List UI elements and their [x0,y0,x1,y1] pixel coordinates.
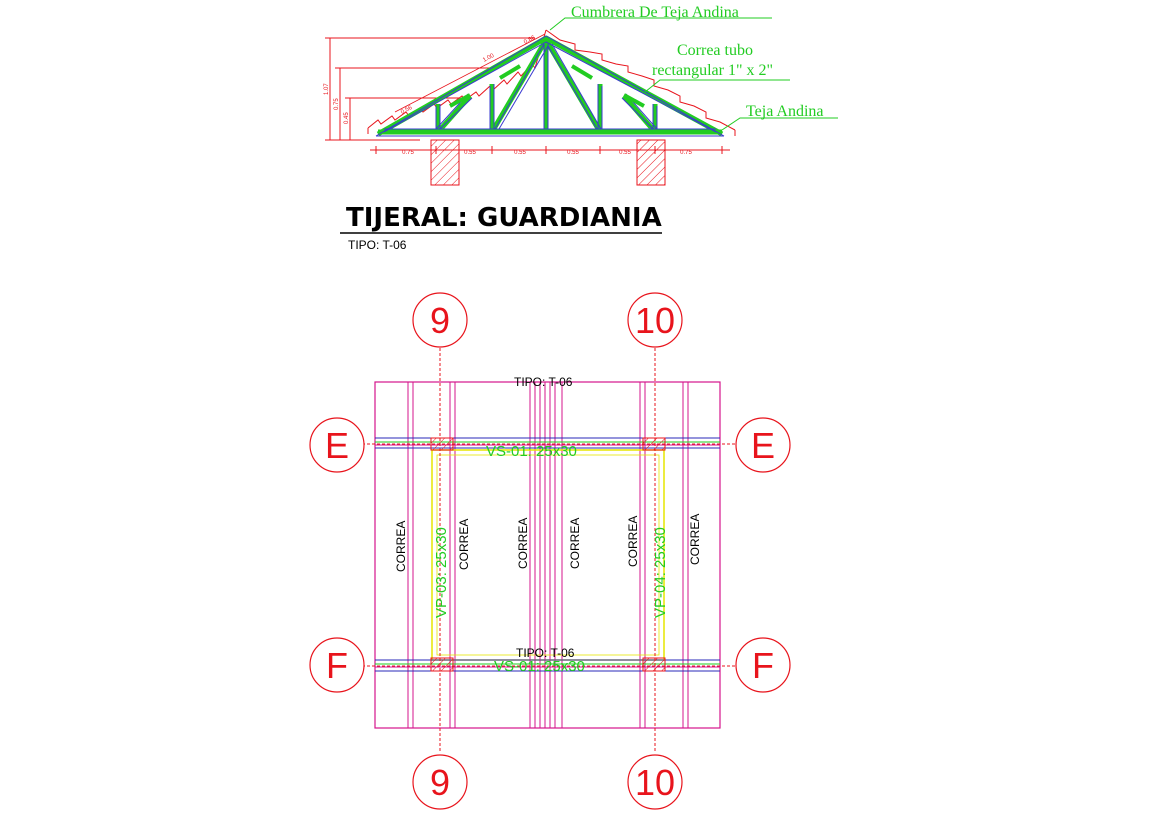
axis-bubble-f-right: F [735,637,791,693]
label-ridge: Cumbrera De Teja Andina [571,4,739,21]
svg-text:9: 9 [430,762,450,803]
truss-title: TIJERAL: GUARDIANIA [346,203,662,233]
purlin-label-3: CORREA [516,518,530,569]
truss-tag-bottom: TIPO: T-06 [516,646,575,660]
span-dim-2: 0.55 [464,150,476,156]
svg-text:9: 9 [430,300,450,341]
slope-dim-4: 0.56 [400,105,414,116]
purlin-label-1: CORREA [394,521,408,572]
purlin-label-2: CORREA [457,519,471,570]
roof-plan: VS-01: 25x30 VS-01: 25x30 VP-03: 25x30 V… [309,292,791,810]
svg-text:10: 10 [635,300,675,341]
label-purlin-line2: rectangular 1" x 2" [652,62,773,79]
height-dim-1: 1.07 [324,83,330,95]
height-dim-2: 0.75 [334,98,340,110]
svg-text:F: F [752,645,774,686]
purlin-label-6: CORREA [688,514,702,565]
purlin-label-4: CORREA [568,518,582,569]
svg-text:F: F [326,645,348,686]
axis-bubble-e-left: E [309,417,365,473]
axis-bubble-9-bottom: 9 [412,754,468,810]
beam-label-right: VP-04: 25x30 [652,527,669,618]
svg-text:10: 10 [635,762,675,803]
height-dim-3: 0.45 [344,112,350,124]
svg-text:E: E [751,425,775,466]
span-dim-1: 0.75 [402,150,414,156]
truss-elevation: 1.07 0.75 0.45 1.00 0.95 0.86 0.56 [324,4,838,252]
svg-text:E: E [325,425,349,466]
support-wall-left [430,139,460,186]
plan-outline [374,381,721,729]
slope-dim-1: 1.00 [482,53,496,64]
span-dim-3: 0.55 [514,150,526,156]
beam-label-left: VP-03: 25x30 [433,527,450,618]
axis-bubble-f-left: F [309,637,365,693]
span-dim-4: 0.55 [567,150,579,156]
axis-bubble-10-top: 10 [627,292,683,348]
truss-tag-top: TIPO: T-06 [514,375,573,389]
truss-subtitle: TIPO: T-06 [348,238,407,252]
slope-dim-3: 0.86 [523,35,537,46]
roof-tiles-left [367,29,547,129]
beam-label-bottom: VS-01: 25x30 [494,658,585,675]
axis-bubble-e-right: E [735,417,791,473]
roof-tiles-right [545,29,736,131]
support-wall-right [636,139,666,186]
column-f10 [642,657,666,672]
purlin-label-5: CORREA [626,516,640,567]
span-dim-5: 0.55 [619,150,631,156]
label-tile: Teja Andina [746,103,824,120]
label-purlin-line1: Correa tubo [677,42,753,59]
beam-label-top: VS-01: 25x30 [486,443,577,460]
span-dim-6: 0.75 [680,150,692,156]
axis-bubble-9-top: 9 [412,292,468,348]
column-f9 [430,657,454,672]
axis-bubble-10-bottom: 10 [627,754,683,810]
